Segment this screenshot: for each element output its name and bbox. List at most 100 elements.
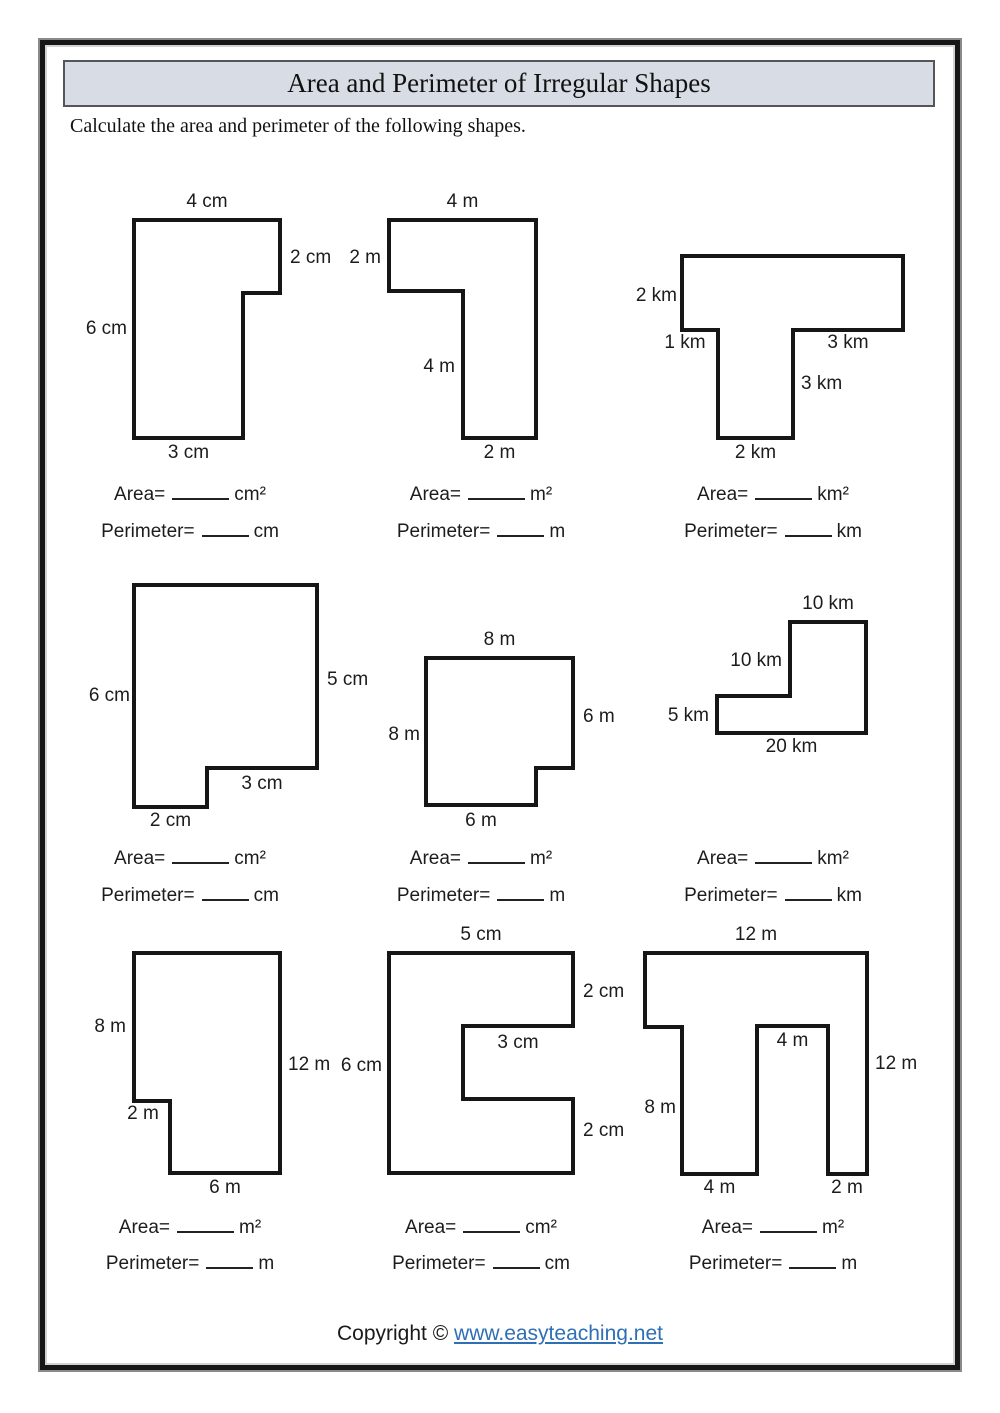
area-answer-blank [172, 483, 230, 500]
perimeter-line: Perimeter=m [623, 1252, 923, 1274]
instructions-text: Calculate the area and perimeter of the … [70, 115, 526, 137]
area-answer-blank [177, 1216, 235, 1233]
perimeter-line: Perimeter= m [331, 884, 631, 906]
area-answer-blank [760, 1216, 818, 1233]
perimeter-unit: m [549, 885, 566, 906]
area-line: Area= cm² [40, 483, 340, 505]
perimeter-unit: cm [253, 885, 279, 906]
perimeter-unit: cm [253, 521, 279, 542]
dim-label: 6 cm [85, 318, 127, 339]
perimeter-answer-blank [201, 520, 249, 537]
dim-label: 2 km [635, 285, 677, 306]
dim-label: 4 m [703, 1177, 736, 1198]
dim-label: 12 m [875, 1053, 918, 1074]
dim-label: 2 km [734, 442, 777, 463]
dim-label: 3 cm [167, 442, 210, 463]
area-unit: m² [530, 484, 553, 505]
perimeter-unit: m [549, 521, 566, 542]
area-answer-blank [755, 483, 813, 500]
area-label: Area= [409, 484, 462, 505]
dim-label: 5 cm [460, 924, 502, 945]
area-label: Area= [118, 1217, 171, 1238]
area-unit: m² [239, 1217, 262, 1238]
dim-label: 4 m [423, 356, 455, 377]
perimeter-label: Perimeter= [396, 885, 491, 906]
perimeter-line: Perimeter= m [40, 1252, 340, 1274]
perimeter-label: Perimeter= [688, 1253, 783, 1274]
perimeter-unit: km [836, 885, 862, 906]
area-line: Area= cm² [40, 847, 340, 869]
area-label: Area= [701, 1217, 754, 1238]
dim-label: 3 km [827, 332, 869, 353]
perimeter-unit: km [836, 521, 862, 542]
area-unit: cm² [234, 484, 266, 505]
dim-label: 2 cm [583, 1120, 625, 1141]
perimeter-label: Perimeter= [684, 885, 778, 906]
dim-label: 3 cm [241, 773, 283, 794]
shape-2-outline [387, 218, 538, 440]
dim-label: 8 m [483, 629, 516, 650]
area-label: Area= [697, 484, 749, 505]
dim-label: 8 m [94, 1016, 126, 1037]
perimeter-answer-blank [492, 1252, 540, 1269]
dim-label: 2 cm [290, 247, 332, 268]
area-unit: cm² [234, 848, 266, 869]
area-answer-blank [468, 847, 526, 864]
dim-label: 5 cm [327, 669, 369, 690]
shape-7-outline [132, 951, 282, 1175]
shape-3-outline [680, 254, 905, 440]
perimeter-label: Perimeter= [392, 1253, 486, 1274]
perimeter-unit: m [258, 1253, 275, 1274]
title-bar: Area and Perimeter of Irregular Shapes [63, 60, 935, 107]
shape-1-outline [132, 218, 282, 440]
shape-5-outline [424, 656, 575, 807]
perimeter-answer-blank [497, 884, 545, 901]
perimeter-answer-blank [201, 884, 249, 901]
area-label: Area= [114, 484, 166, 505]
area-line: Area= m² [40, 1216, 340, 1238]
perimeter-answer-blank [497, 520, 545, 537]
footer: Copyright © www.easyteaching.net [40, 1322, 960, 1346]
dim-label: 8 m [644, 1097, 676, 1118]
dim-label: 2 cm [583, 981, 625, 1002]
area-unit: km² [817, 848, 849, 869]
dim-label: 6 cm [340, 1055, 382, 1076]
area-answer-blank [172, 847, 230, 864]
dim-label: 3 km [801, 373, 843, 394]
area-line: Area= m² [331, 483, 631, 505]
shape-4-outline [132, 583, 319, 809]
dim-label: 12 m [288, 1054, 331, 1075]
dim-label: 10 km [802, 593, 854, 614]
dim-label: 1 km [664, 332, 706, 353]
perimeter-line: Perimeter= cm [331, 1252, 631, 1274]
dim-label: 4 m [776, 1030, 809, 1051]
dim-label: 4 m [446, 191, 479, 212]
area-label: Area= [697, 848, 749, 869]
area-answer-blank [755, 847, 813, 864]
area-line: Area= km² [623, 483, 923, 505]
area-label: Area= [405, 1217, 457, 1238]
dim-label: 8 m [388, 724, 420, 745]
perimeter-label: Perimeter= [101, 885, 195, 906]
shape-6-outline [715, 620, 868, 735]
perimeter-line: Perimeter= km [623, 884, 923, 906]
dim-label: 5 km [667, 705, 709, 726]
copyright-text: Copyright © [337, 1322, 455, 1345]
area-line: Area=m² [331, 847, 631, 869]
perimeter-answer-blank [789, 1252, 837, 1269]
perimeter-label: Perimeter= [101, 521, 195, 542]
dim-label: 3 cm [497, 1032, 539, 1053]
area-label: Area= [114, 848, 166, 869]
perimeter-unit: cm [544, 1253, 570, 1274]
perimeter-label: Perimeter= [105, 1253, 200, 1274]
perimeter-line: Perimeter= km [623, 520, 923, 542]
dim-label: 4 cm [186, 191, 228, 212]
dim-label: 2 m [483, 442, 516, 463]
area-unit: km² [817, 484, 849, 505]
perimeter-line: Perimeter= cm [40, 884, 340, 906]
easyteaching-link[interactable]: www.easyteaching.net [454, 1322, 663, 1345]
perimeter-label: Perimeter= [684, 521, 778, 542]
area-unit: m² [822, 1217, 845, 1238]
shape-8-outline [387, 951, 575, 1175]
